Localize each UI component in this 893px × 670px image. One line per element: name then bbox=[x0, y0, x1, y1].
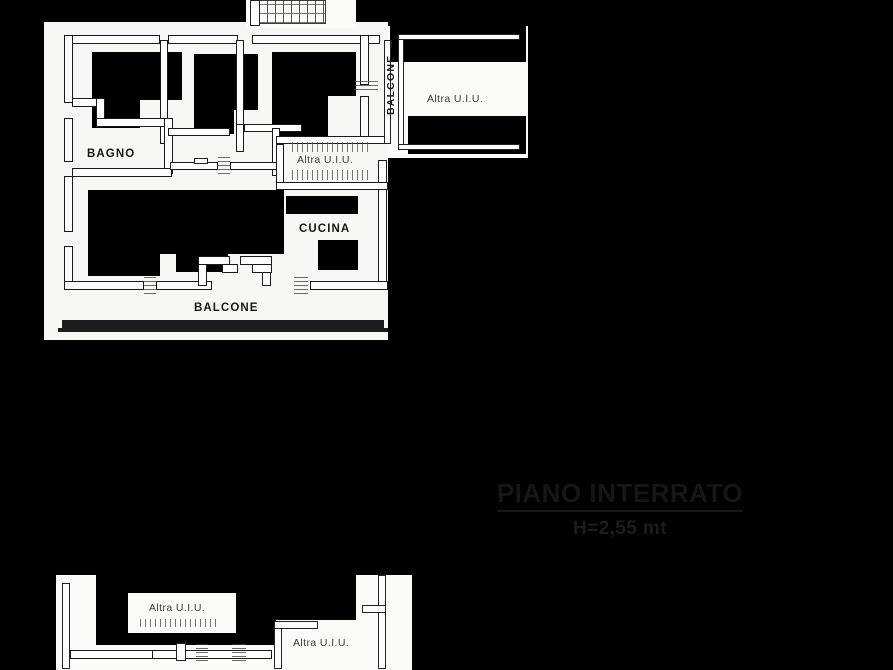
wall-exterior-top-right bbox=[252, 35, 380, 44]
interior-fill-right-band bbox=[390, 26, 526, 62]
upper-plan: BAGNO CUCINA BALCONE BALCONE Altra U.I.U… bbox=[0, 0, 560, 360]
stair-wall-left bbox=[250, 0, 260, 26]
interior-fill-soggiorno-2 bbox=[88, 254, 160, 276]
hatching-lower-centro bbox=[140, 619, 218, 627]
wall-annex-right-left bbox=[398, 34, 404, 150]
wall-exterior-top-mid bbox=[168, 35, 238, 44]
wall-annex-right-bottom bbox=[398, 144, 520, 150]
interior-fill-room-nw bbox=[92, 52, 182, 100]
lower-dimension-tick-b bbox=[232, 643, 246, 661]
staircase-top bbox=[258, 0, 326, 24]
wall-bagno-top bbox=[96, 118, 172, 127]
wall-corridor-bottom-b bbox=[230, 162, 278, 170]
interior-fill-soggiorno bbox=[88, 190, 284, 254]
dimension-tick-bottom-left bbox=[144, 276, 156, 294]
lower-wall-annex-top bbox=[274, 621, 318, 629]
hatching-altra-uiu-centro-bottom bbox=[292, 170, 370, 180]
room-label-cucina: CUCINA bbox=[299, 223, 351, 235]
interior-fill-room-nc bbox=[194, 54, 258, 110]
lower-wall-horizontal-2 bbox=[152, 650, 272, 659]
room-label-balcone-sud: BALCONE bbox=[194, 302, 259, 314]
lower-plan: Altra U.I.U. Altra U.I.U. bbox=[0, 575, 460, 670]
title-block: PIANO INTERRATO H=2,55 mt bbox=[470, 478, 770, 540]
wall-partition-vert-mid-lower bbox=[236, 124, 244, 152]
balcony-slab-bottom-edge bbox=[58, 328, 388, 332]
annotation-altra-uiu-centro: Altra U.I.U. bbox=[297, 154, 354, 166]
lower-wall-left-vert bbox=[62, 583, 70, 669]
wall-balcone-est-vert bbox=[384, 40, 391, 144]
dimension-tick-corridor bbox=[218, 156, 230, 174]
wall-exterior-bottom-mid bbox=[156, 281, 212, 290]
wall-exterior-left-mid bbox=[64, 118, 73, 162]
wall-exterior-left-lower bbox=[64, 176, 73, 232]
balcony-step-left-top bbox=[198, 256, 230, 265]
plan-height-note: H=2,55 mt bbox=[573, 518, 667, 539]
balcony-step-mid-right bbox=[252, 264, 272, 273]
wall-bagno-bottom bbox=[72, 168, 172, 177]
interior-fill-cucina bbox=[286, 196, 358, 214]
room-label-bagno: BAGNO bbox=[87, 148, 136, 160]
wall-exterior-right-mid bbox=[360, 96, 369, 138]
wall-exterior-bottom-left bbox=[64, 281, 144, 290]
lower-wall-right-step bbox=[362, 605, 386, 613]
annotation-altra-uiu-basso-sinistra: Altra U.I.U. bbox=[149, 602, 206, 614]
wall-exterior-right-lower bbox=[378, 160, 387, 288]
dimension-tick-right bbox=[354, 78, 378, 90]
interior-fill-room-ne bbox=[272, 52, 356, 96]
interior-fill-cucina-2 bbox=[318, 240, 358, 270]
annotation-altra-uiu-est: Altra U.I.U. bbox=[427, 93, 484, 105]
room-label-balcone-est: BALCONE bbox=[385, 54, 397, 115]
door-swing-corridor bbox=[194, 158, 208, 164]
balcony-slab-bottom bbox=[62, 320, 384, 328]
wall-cucina-bottom-div bbox=[276, 182, 388, 190]
lower-wall-mid-pillar bbox=[176, 643, 186, 661]
wall-exterior-left-upper bbox=[64, 35, 73, 103]
annotation-altra-uiu-basso-destra: Altra U.I.U. bbox=[293, 637, 350, 649]
wall-partition-vert-mid bbox=[236, 40, 244, 130]
wall-corridor-top bbox=[168, 128, 230, 136]
dimension-tick-bottom-right bbox=[294, 276, 308, 294]
hatching-altra-uiu-centro-top bbox=[292, 142, 370, 152]
balcony-step-mid-left bbox=[222, 264, 238, 273]
wall-exterior-bottom-right bbox=[310, 281, 388, 290]
wall-exterior-top-left bbox=[64, 35, 160, 44]
lower-dimension-tick-a bbox=[196, 643, 208, 661]
plan-title: PIANO INTERRATO bbox=[496, 478, 744, 512]
lower-wall-right-vert bbox=[378, 575, 386, 669]
wall-annex-right-top bbox=[398, 34, 520, 40]
